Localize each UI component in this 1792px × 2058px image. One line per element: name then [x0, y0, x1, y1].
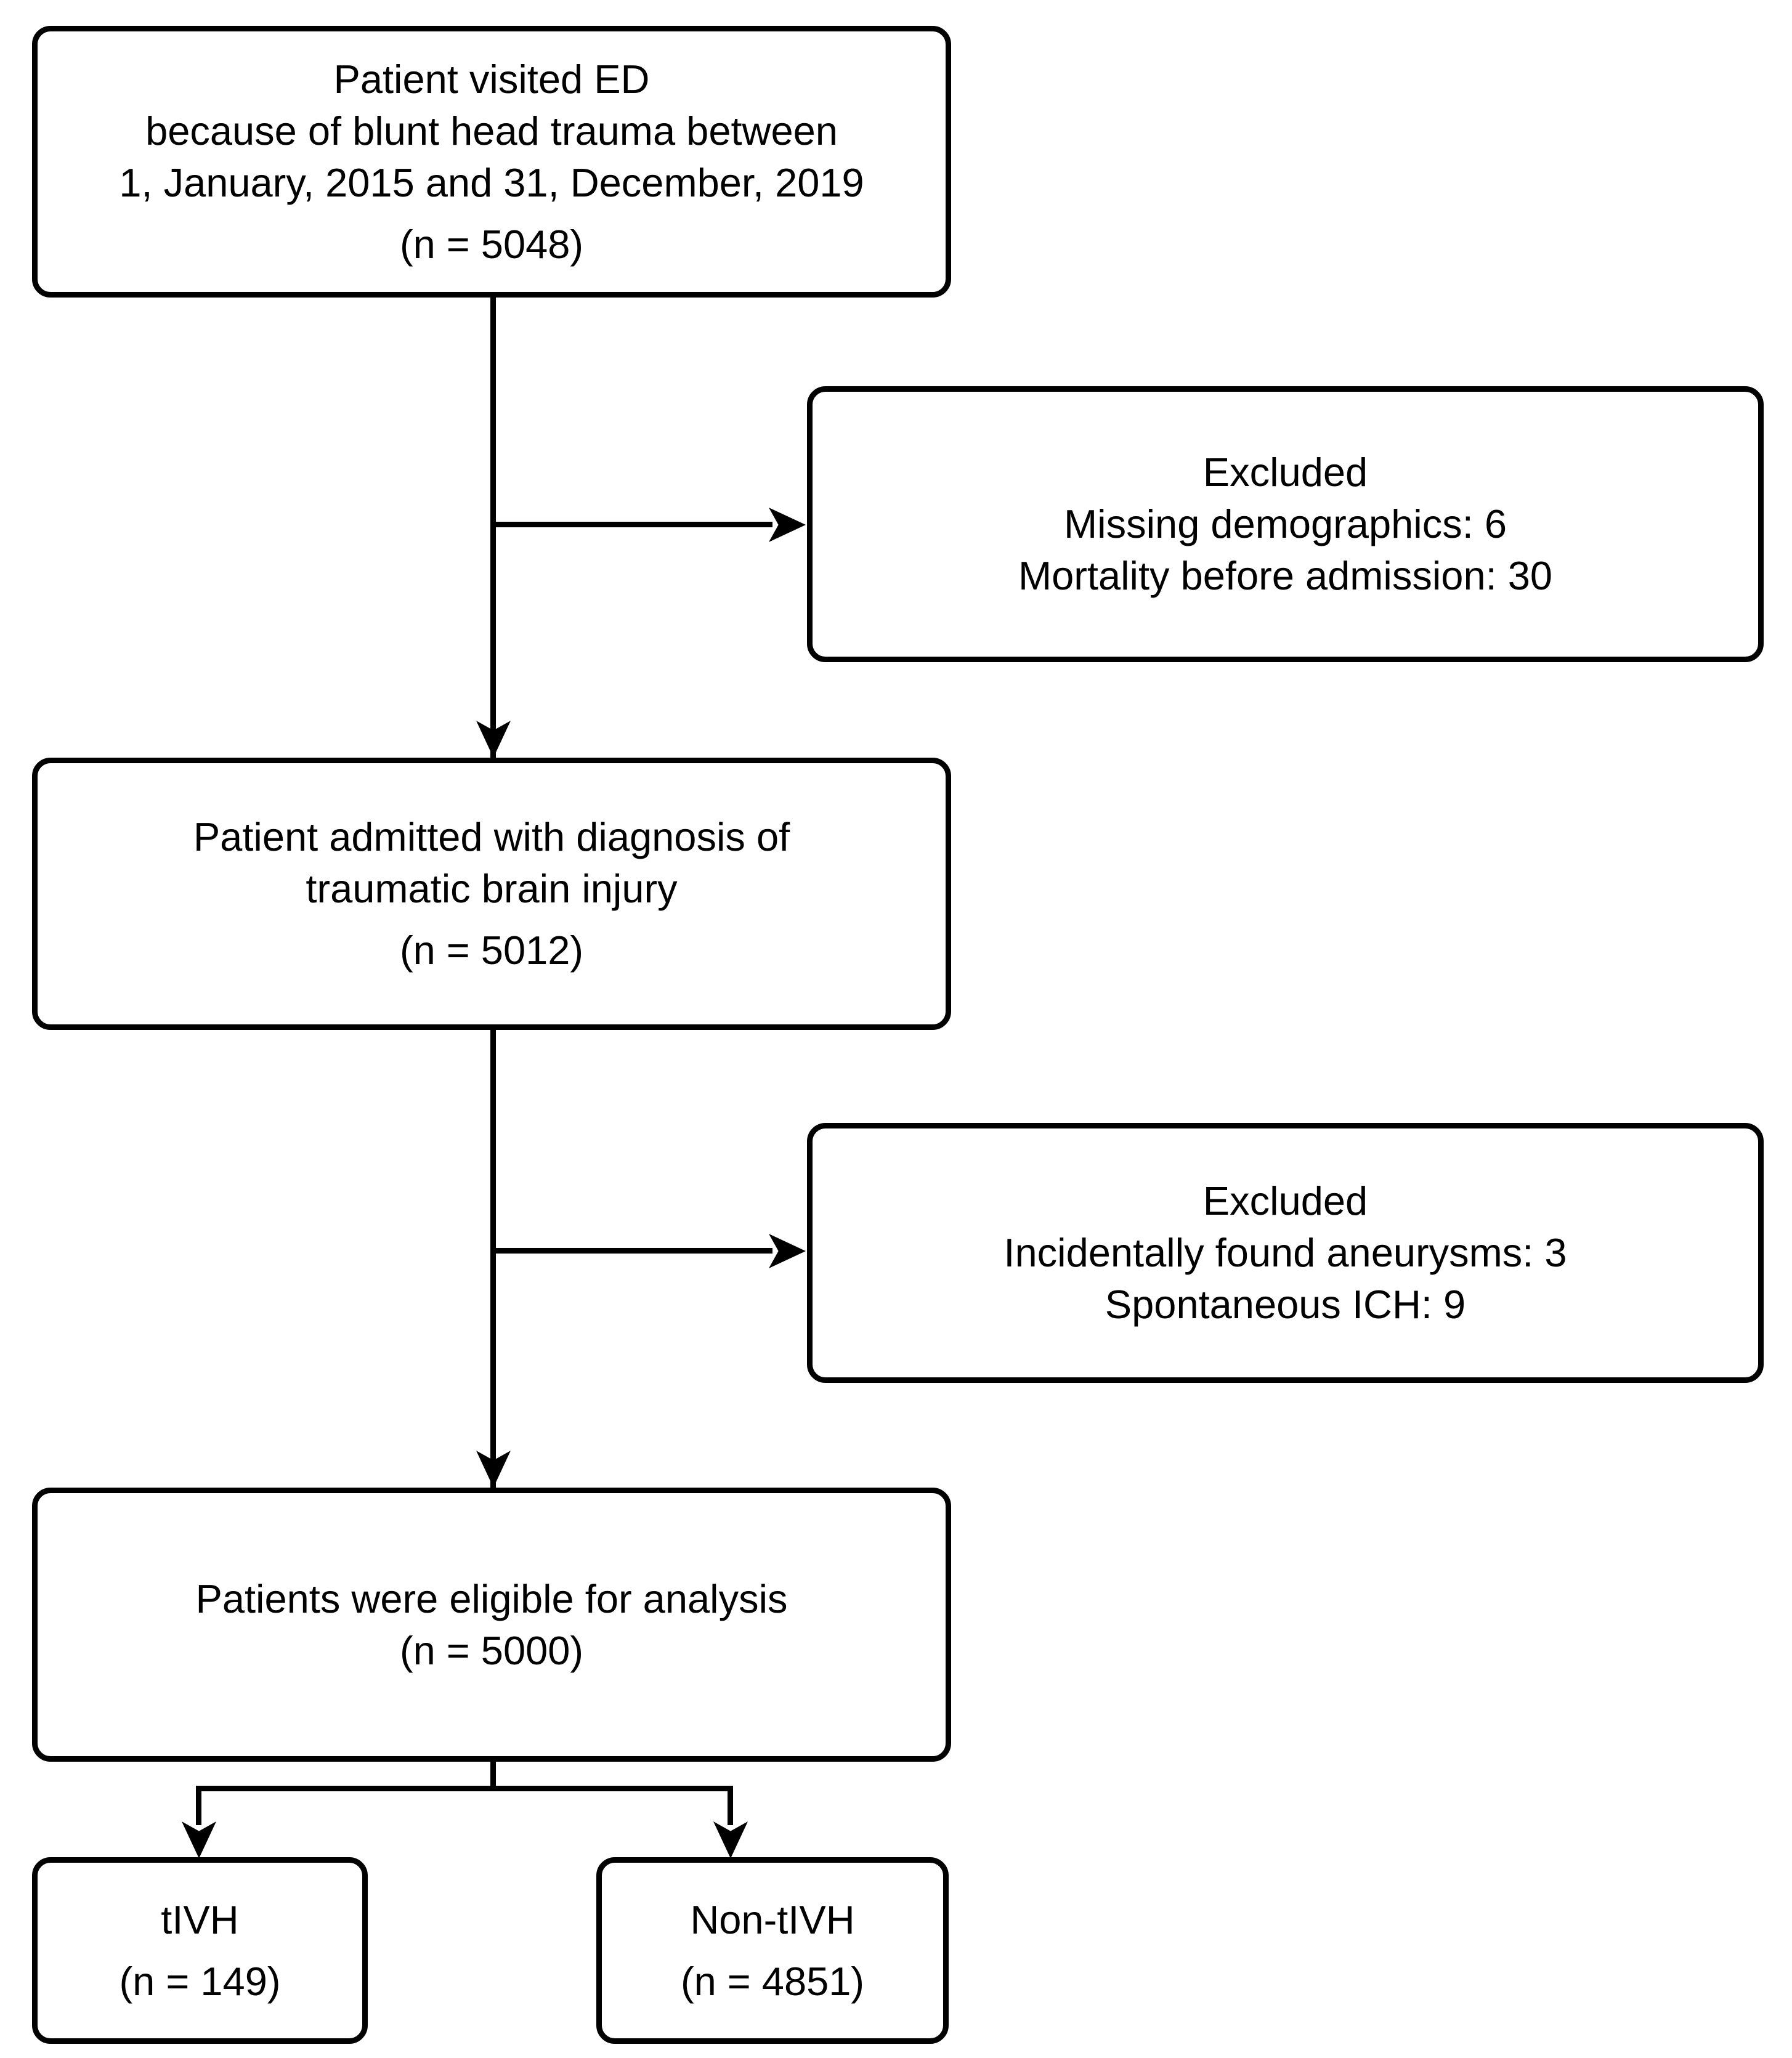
- box-non-tivh-count: (n = 4851): [680, 1958, 865, 2004]
- arrowhead-right-to-excluded-2: [769, 1234, 806, 1268]
- box-admitted-count: (n = 5012): [399, 928, 584, 973]
- flow-line-branch-1: [490, 522, 772, 527]
- box-ed-visit: Patient visited ED because of blunt head…: [32, 26, 951, 298]
- box-excluded-1-item: Mortality before admission: 30: [1018, 553, 1553, 598]
- flow-line-split-stub: [490, 1762, 496, 1791]
- box-tivh-count: (n = 149): [119, 1958, 281, 2004]
- flow-line-vertical-2: [490, 1030, 496, 1488]
- arrowhead-down-to-tivh: [182, 1821, 216, 1858]
- box-tivh: tIVH (n = 149): [32, 1857, 368, 2044]
- box-ed-visit-count: (n = 5048): [399, 221, 584, 267]
- box-non-tivh-label: Non-tIVH: [690, 1897, 855, 1942]
- box-eligible: Patients were eligible for analysis (n =…: [32, 1488, 951, 1762]
- flow-line-split-horizontal: [196, 1786, 733, 1791]
- box-eligible-line: Patients were eligible for analysis: [195, 1576, 788, 1621]
- box-ed-visit-line: Patient visited ED: [333, 56, 650, 102]
- box-eligible-count: (n = 5000): [399, 1627, 584, 1673]
- box-non-tivh: Non-tIVH (n = 4851): [596, 1857, 949, 2044]
- box-ed-visit-line: because of blunt head trauma between: [145, 108, 838, 153]
- flow-line-vertical-1: [490, 298, 496, 758]
- box-tivh-label: tIVH: [161, 1897, 239, 1942]
- box-admitted-line: traumatic brain injury: [306, 866, 678, 911]
- arrowhead-down-to-non-tivh: [713, 1821, 748, 1858]
- box-excluded-2-item: Spontaneous ICH: 9: [1105, 1282, 1466, 1327]
- flow-line-branch-2: [490, 1248, 772, 1254]
- box-excluded-2-title: Excluded: [1202, 1178, 1368, 1223]
- box-ed-visit-line: 1, January, 2015 and 31, December, 2019: [119, 160, 864, 205]
- box-excluded-2-item: Incidentally found aneurysms: 3: [1003, 1230, 1567, 1275]
- box-excluded-2: Excluded Incidentally found aneurysms: 3…: [807, 1123, 1764, 1383]
- box-admitted: Patient admitted with diagnosis of traum…: [32, 758, 951, 1030]
- arrowhead-right-to-excluded-1: [769, 508, 806, 542]
- box-admitted-line: Patient admitted with diagnosis of: [193, 814, 790, 859]
- flow-line-drop-left: [196, 1786, 201, 1825]
- box-excluded-1-item: Missing demographics: 6: [1064, 501, 1507, 546]
- box-excluded-1-title: Excluded: [1202, 450, 1368, 495]
- box-excluded-1: Excluded Missing demographics: 6 Mortali…: [807, 386, 1764, 662]
- flow-line-drop-right: [728, 1786, 733, 1825]
